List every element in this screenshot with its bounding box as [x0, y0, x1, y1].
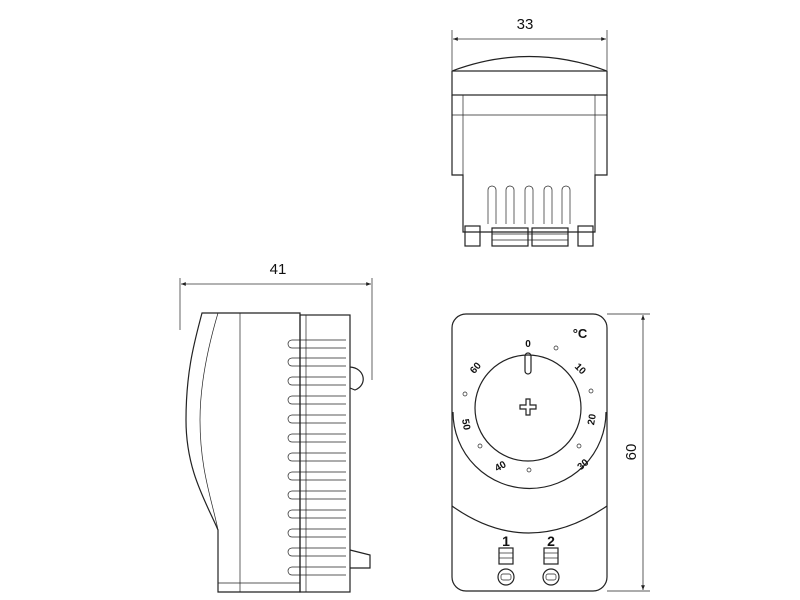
dial-label-40: 40	[493, 459, 509, 474]
dial-tick-dots	[462, 345, 594, 473]
depth-dimension-label: 41	[270, 261, 287, 278]
terminal-label-1: 1	[502, 533, 510, 549]
side-view: 41	[179, 261, 373, 593]
height-dimension-label: 60	[623, 444, 640, 461]
top-view: 33	[451, 16, 608, 247]
dial-label-20: 20	[586, 413, 599, 426]
dial-label-0: 0	[525, 339, 531, 350]
dial-pointer	[524, 352, 532, 375]
dial-label-60: 60	[468, 360, 484, 376]
terminal-2[interactable]	[542, 547, 560, 586]
temperature-dial[interactable]	[474, 354, 582, 462]
dial-center-cross-icon	[519, 398, 537, 416]
unit-label: °C	[573, 326, 588, 341]
front-view: 60 °C 0 10 20 30 40 50 60 1 2	[451, 313, 650, 592]
width-dimension-label: 33	[517, 16, 534, 33]
terminal-1[interactable]	[497, 547, 515, 586]
dial-label-50: 50	[459, 418, 472, 431]
dial-label-10: 10	[572, 361, 588, 377]
terminal-label-2: 2	[547, 533, 555, 549]
